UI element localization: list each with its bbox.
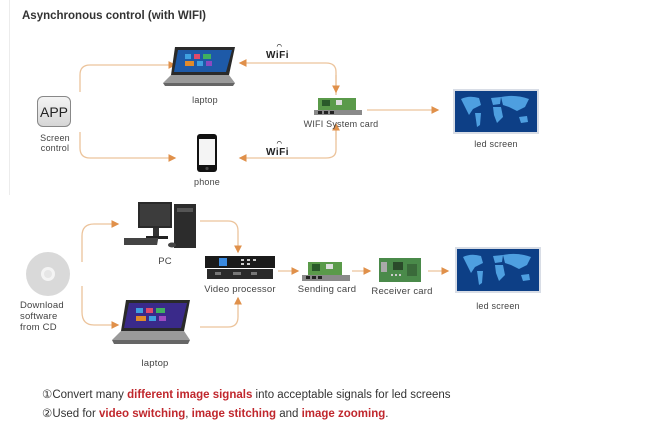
sending-card-label: Sending card xyxy=(297,284,357,295)
connector-pc-vp xyxy=(200,220,242,254)
note-highlight: different image signals xyxy=(127,389,253,401)
connector-card-phone xyxy=(238,127,337,162)
connector-app-laptop xyxy=(79,61,177,92)
note-highlight: image zooming xyxy=(301,408,386,420)
connector-app-phone xyxy=(79,132,177,162)
laptop-label-bottom: laptop xyxy=(141,358,169,369)
led-screen-label-top: led screen xyxy=(474,139,518,149)
sending-card-icon xyxy=(302,262,350,281)
connector-cd-laptop xyxy=(81,286,120,329)
wifi-label-top: ◠ WiFi xyxy=(266,44,290,61)
section-title: Asynchronous control (with WIFI) xyxy=(22,10,206,22)
wifi-signal-icon: ◠ xyxy=(276,44,283,50)
receiver-card-icon xyxy=(379,258,421,282)
cd-label-line: software xyxy=(20,311,58,322)
led-screen-label-bottom: led screen xyxy=(476,301,520,311)
phone-icon xyxy=(197,134,217,172)
app-icon-text: APP xyxy=(39,103,68,120)
wifi-system-card-icon xyxy=(314,98,362,115)
pc-label: PC xyxy=(158,256,172,267)
cd-icon xyxy=(26,252,70,296)
note-line-2: ②Used for video switching, image stitchi… xyxy=(42,408,389,420)
cd-label-line: from CD xyxy=(20,322,57,333)
app-label-line: control xyxy=(40,143,70,153)
wifi-signal-icon: ◠ xyxy=(276,141,283,147)
phone-label: phone xyxy=(193,177,221,187)
led-screen-icon xyxy=(453,89,539,134)
app-label-line: Screen xyxy=(40,133,70,143)
cd-label-line: Download xyxy=(20,300,64,311)
connector-cd-pc xyxy=(81,220,120,262)
laptop-label: laptop xyxy=(192,95,218,105)
connector-card-laptop xyxy=(238,59,337,95)
connector-laptop-vp xyxy=(200,296,242,328)
note-line-1: ①Convert many different image signals in… xyxy=(42,389,451,401)
wifi-label-bottom: ◠ WiFi xyxy=(266,141,290,158)
laptop-icon xyxy=(112,300,190,344)
section-divider xyxy=(9,0,10,195)
app-icon: APP xyxy=(37,96,71,127)
app-label: Screen control xyxy=(32,133,78,153)
laptop-icon xyxy=(163,47,235,86)
cd-label: Download software from CD xyxy=(20,300,80,333)
wifi-card-label: WIFI System card xyxy=(303,119,379,129)
note-marker: ② xyxy=(42,408,53,420)
note-highlight: video switching xyxy=(98,408,186,420)
led-screen-icon xyxy=(455,247,541,293)
note-marker: ① xyxy=(42,389,53,401)
video-processor-label: Video processor xyxy=(204,284,276,295)
note-highlight: image stitching xyxy=(191,408,276,420)
receiver-card-label: Receiver card xyxy=(371,286,433,297)
pc-icon xyxy=(124,202,196,248)
video-processor-icon xyxy=(205,256,275,279)
